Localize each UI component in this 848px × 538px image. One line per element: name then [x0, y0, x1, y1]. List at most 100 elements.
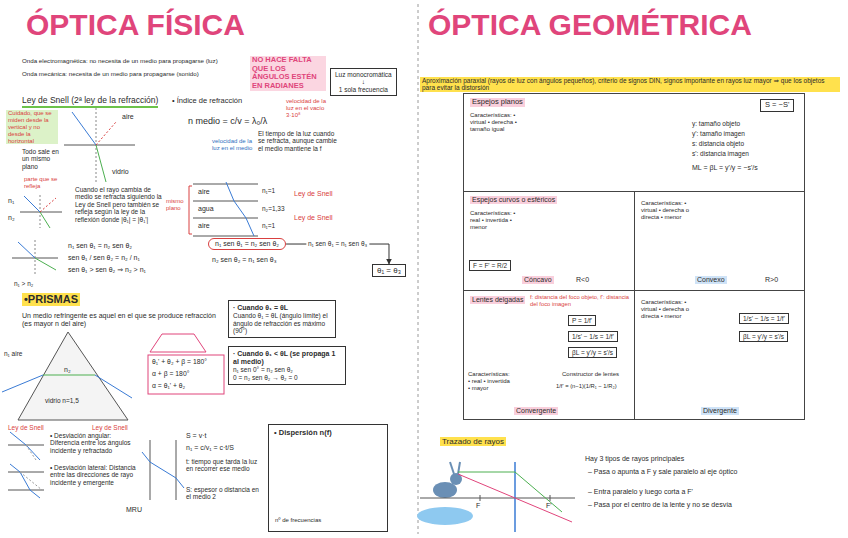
- formula-ellipse: n₁ sen θ₁ = n₂ sen θ₂: [208, 238, 286, 250]
- dispersion-box: • Dispersión n(f)nº de frecuencias: [268, 424, 388, 532]
- medium-label: n₁ aire: [4, 350, 28, 357]
- note-text: Todo sale en un mismo plano: [22, 148, 60, 170]
- lens-panel: Características: • virtual • derecha o d…: [634, 290, 805, 420]
- mru-figure: [142, 440, 184, 500]
- highlight-band: Aproximación paraxial (rayos de luz con …: [420, 77, 840, 92]
- note-text: mismo plano: [166, 198, 188, 212]
- note-text: velocidad de la luz en el medio: [212, 138, 254, 152]
- layers-figure-part: [193, 201, 258, 202]
- refraction-figure-part: [64, 145, 135, 146]
- medium-label: aire: [198, 222, 210, 230]
- case-box: · Cuando θ₁ = θLCuando θ₁ = θL (ángulo l…: [228, 300, 336, 338]
- ray-tracing-figure-part: [458, 474, 572, 522]
- box-heading: 1/s' − 1/s = 1/f': [743, 315, 785, 322]
- reflection-figure-part: [24, 196, 40, 212]
- box-text: nº de frecuencias: [275, 517, 321, 524]
- box-text: 1/f' = (n−1)(1/R₁ − 1/R₂): [556, 383, 617, 390]
- formula: sen θ₁ / sen θ₂ = n₂ / n₁: [68, 254, 140, 262]
- layers-figure-part: [226, 182, 254, 236]
- deviation-figure-part: [26, 445, 36, 460]
- reflection-figure: [20, 195, 62, 228]
- prism-figure-part: [95, 375, 132, 398]
- mru-figure-part: [142, 452, 184, 488]
- prism-figure-part: [2, 375, 43, 392]
- note-text: S: espesor o distancia en el medio 2: [186, 486, 262, 501]
- box-heading: Características: • virtual • derecha o d…: [641, 299, 699, 320]
- definition-text: Un medio refringente es aquel en el que …: [22, 312, 218, 328]
- ray-tracing-figure-part: [417, 507, 473, 525]
- ray-tracing-figure-part: [450, 462, 454, 474]
- box-heading: Características: • virtual • derecha o d…: [641, 200, 699, 221]
- box-text: Divergente: [701, 407, 739, 415]
- prism-figure-part: [18, 332, 128, 420]
- prism-figure-part: [43, 375, 95, 376]
- refraction-figure-part: [96, 122, 116, 145]
- formula-box: S = −S': [760, 99, 794, 112]
- formula: n₁ sen θ₁ = n₂ sen θ₂: [68, 242, 132, 250]
- formula-box: P = 1/f': [568, 315, 596, 326]
- deviation-figure: [8, 432, 44, 498]
- formula: θ₁' + θ₂ + β = 180°: [152, 358, 207, 366]
- box-text: s': distancia imagen: [692, 150, 749, 157]
- reflection-figure-part: [40, 198, 56, 212]
- formula: S = v·t: [186, 432, 206, 440]
- lens-panel: Lentes delgadas f: distancia del foco obj…: [463, 290, 635, 420]
- mirror-panel: Espejos planosCaracterísticas: • virtual…: [463, 93, 805, 192]
- medium-label: aire: [122, 113, 134, 121]
- index-value: n₁=1: [262, 222, 275, 229]
- formula: α + β = 180°: [152, 370, 189, 378]
- box-heading: Espejos planos: [470, 98, 525, 107]
- box-heading: βL = y'/y = s'/s: [743, 333, 784, 340]
- warning-note: NO HACE FALTA QUE LOS ÁNGULOS ESTÉN EN R…: [250, 56, 326, 91]
- layers-figure: [189, 182, 258, 236]
- box-text: ↓: [335, 78, 392, 85]
- law-label: Ley de Snell: [294, 190, 333, 198]
- box-heading: n₁ sen θ₁ = n₂ sen θ₂: [215, 240, 279, 248]
- box-heading: Espejos curvos o esféricos: [470, 196, 557, 204]
- box-heading: Lentes delgadas: [470, 296, 525, 304]
- box-heading: θ₁ = θ₃: [377, 266, 401, 275]
- page-divider-part: [418, 4, 419, 534]
- formula-box: βL = y'/y = s'/s: [739, 331, 788, 342]
- definition-text: • Desviación lateral: Distancia entre la…: [50, 464, 142, 486]
- definition-text: Onda mecánica: necesita de un medio para…: [22, 70, 199, 77]
- connector-label: n₁ sen θ₁ = n₁ sen θ₃: [306, 240, 369, 247]
- refraction-figure-part: [96, 145, 106, 182]
- deviation-figure-part: [8, 472, 44, 473]
- index-label: n₂: [64, 366, 71, 374]
- mirror-panel: Espejos curvos o esféricosCaracterística…: [463, 191, 635, 291]
- box-heading: · Cuando θ₁ = θL: [233, 304, 331, 312]
- box-text: Características: • real • invertida • me…: [470, 210, 518, 231]
- box-heading: · Cuando θ₁ < θL (se propaga 1 al medio): [233, 350, 341, 366]
- formula: sen θ₁ > sen θ₂ ⇒ n₂ > n₁: [68, 266, 146, 274]
- layers-figure-part: [193, 218, 258, 219]
- layers-figure-part: [193, 236, 258, 237]
- medium-label: agua: [198, 205, 214, 213]
- box-text: y: tamaño objeto: [692, 120, 740, 127]
- page-title: ÓPTICA GEOMÉTRICA: [428, 8, 752, 43]
- box-text: f: distancia del foco objeto, f': distan…: [530, 294, 630, 307]
- mru-figure-part: [176, 440, 177, 500]
- mirror-panel: Características: • virtual • derecha o d…: [634, 191, 805, 291]
- mru-figure-part: [150, 440, 151, 500]
- medium-label: aire: [198, 188, 210, 196]
- formula-box: 1/s' − 1/s = 1/f': [568, 331, 618, 342]
- refraction-figure: [64, 108, 135, 182]
- prism-figure-part: [150, 334, 206, 352]
- section-heading: Ley de Snell (2ª ley de la refracción): [22, 96, 158, 108]
- reflection-figure-part: [40, 212, 50, 228]
- formula: n₁ = c/v₁ = c·t/S: [186, 444, 234, 452]
- ray-tracing-figure-part: [550, 495, 551, 501]
- note-text: parte que se refleja: [24, 176, 68, 190]
- box-text: ML = βL = y'/y = −s'/s: [692, 164, 758, 172]
- case-box: · Cuando θ₁ < θL (se propaga 1 al medio)…: [228, 346, 346, 385]
- box-text: Constructor de lentes: [562, 371, 619, 378]
- index-figure-part: [35, 258, 56, 270]
- ray-tracing-figure: [417, 462, 575, 532]
- box-text: y': tamaño imagen: [692, 130, 745, 137]
- list-item: – Pasa o apunta a F y sale paralelo al e…: [588, 468, 748, 476]
- layers-figure-part: [189, 186, 192, 234]
- medium-label: vidrio n=1,5: [45, 397, 79, 404]
- index-value: n₁=1: [262, 187, 275, 194]
- index-label: n₁: [8, 197, 14, 205]
